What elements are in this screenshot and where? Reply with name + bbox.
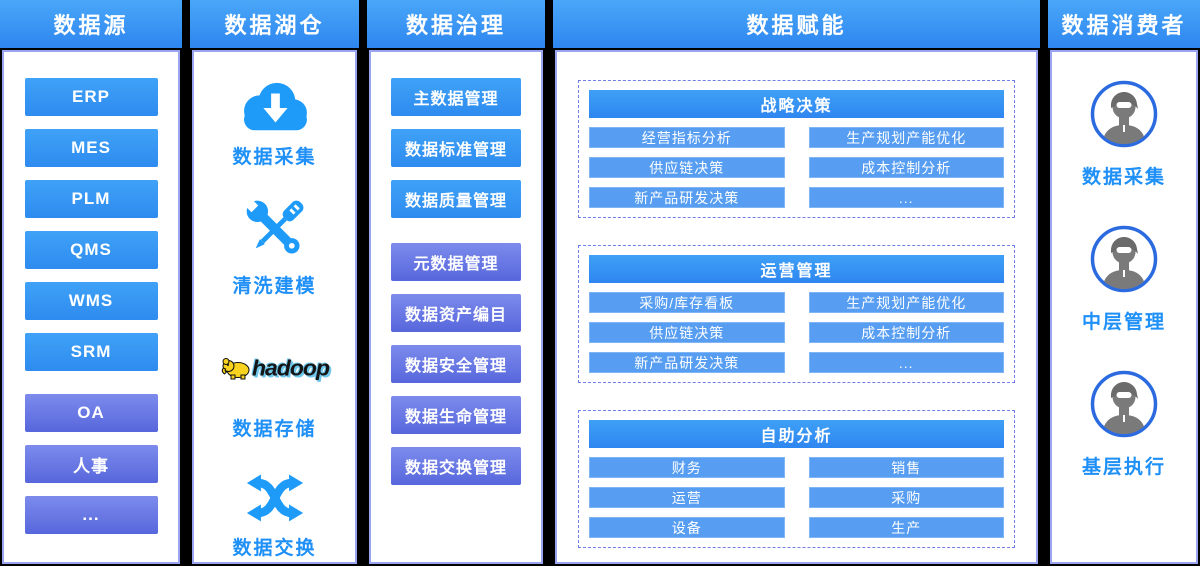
persona-label: 基层执行	[1081, 457, 1166, 478]
source-item-more: ...	[24, 496, 158, 534]
group-grid: 采购/库存看板 生产规划产能优化 供应链决策 成本控制分析 新产品研发决策 ..…	[589, 292, 1004, 373]
capability-item: 采购/库存看板	[589, 292, 785, 313]
group-title-operations: 运营管理	[589, 255, 1004, 283]
hadoop-elephant-icon	[221, 358, 250, 380]
lake-step-label-collect: 数据采集	[232, 147, 317, 168]
persona-middle-management: 中层管理	[1082, 225, 1166, 334]
group-title-strategy: 战略决策	[589, 90, 1004, 118]
column-header-data-empowerment: 数据赋能	[553, 0, 1040, 48]
source-item-hr: 人事	[24, 445, 158, 483]
capability-item: 成本控制分析	[808, 322, 1004, 343]
user-avatar-icon	[1090, 225, 1158, 293]
lake-step-label-clean: 清洗建模	[232, 276, 317, 297]
group-grid: 经营指标分析 生产规划产能优化 供应链决策 成本控制分析 新产品研发决策 ...	[589, 127, 1004, 208]
swap-arrows-icon	[244, 467, 306, 527]
source-item-mes: MES	[24, 129, 158, 167]
capability-item: 供应链决策	[589, 322, 785, 343]
source-item-srm: SRM	[24, 333, 158, 371]
capability-item: 销售	[808, 457, 1004, 478]
capability-item: ...	[808, 352, 1004, 373]
panel-data-lake: 数据采集	[192, 50, 357, 564]
governance-item-standards: 数据标准管理	[391, 129, 521, 167]
source-item-erp: ERP	[24, 78, 158, 116]
source-item-oa: OA	[24, 394, 158, 432]
governance-item-quality: 数据质量管理	[391, 180, 521, 218]
empowerment-group-self-service: 自助分析 财务 销售 运营 采购 设备 生产	[578, 410, 1015, 548]
capability-item: 新产品研发决策	[589, 187, 785, 208]
capability-item: 生产	[808, 517, 1004, 538]
lake-step-label-exchange: 数据交换	[232, 538, 317, 559]
capability-item: 成本控制分析	[808, 157, 1004, 178]
panel-data-governance: 主数据管理 数据标准管理 数据质量管理 元数据管理 数据资产编目 数据安全管理 …	[369, 50, 543, 564]
capability-item: 设备	[589, 517, 785, 538]
capability-item: 新产品研发决策	[589, 352, 785, 373]
lake-step-label-store: 数据存储	[232, 419, 317, 440]
cloud-download-icon	[233, 78, 317, 138]
capability-item: 供应链决策	[589, 157, 785, 178]
column-data-lake: 数据湖仓 数据采集	[190, 0, 359, 566]
capability-item: 生产规划产能优化	[808, 292, 1004, 313]
capability-item: 运营	[589, 487, 785, 508]
user-avatar-icon	[1090, 370, 1158, 438]
source-item-plm: PLM	[24, 180, 158, 218]
empowerment-group-operations: 运营管理 采购/库存看板 生产规划产能优化 供应链决策 成本控制分析 新产品研发…	[578, 245, 1015, 383]
column-data-consumers: 数据消费者 数据采集	[1048, 0, 1200, 566]
source-item-qms: QMS	[24, 231, 158, 269]
hadoop-logo: hadoop	[220, 354, 330, 382]
group-grid: 财务 销售 运营 采购 设备 生产	[589, 457, 1004, 538]
clean-build-tools-icon	[236, 191, 314, 267]
source-item-wms: WMS	[24, 282, 158, 320]
column-header-data-governance: 数据治理	[367, 0, 545, 48]
capability-item: 财务	[589, 457, 785, 478]
user-avatar-icon	[1090, 80, 1158, 148]
panel-data-consumers: 数据采集 中层管理	[1050, 50, 1198, 564]
governance-item-master-data: 主数据管理	[391, 78, 521, 116]
capability-item: 采购	[808, 487, 1004, 508]
panel-data-sources: ERP MES PLM QMS WMS SRM OA 人事 ...	[2, 50, 180, 564]
persona-label: 中层管理	[1081, 312, 1166, 333]
panel-data-empowerment: 战略决策 经营指标分析 生产规划产能优化 供应链决策 成本控制分析 新产品研发决…	[555, 50, 1038, 564]
capability-item: 经营指标分析	[589, 127, 785, 148]
capability-item: ...	[808, 187, 1004, 208]
hadoop-wordmark: hadoop	[251, 355, 330, 380]
column-data-sources: 数据源 ERP MES PLM QMS WMS SRM OA 人事 ...	[0, 0, 182, 566]
column-header-data-lake: 数据湖仓	[190, 0, 359, 48]
governance-item-exchange: 数据交换管理	[391, 447, 521, 485]
governance-item-metadata: 元数据管理	[391, 243, 521, 281]
group-title-self-service: 自助分析	[589, 420, 1004, 448]
empowerment-group-strategy: 战略决策 经营指标分析 生产规划产能优化 供应链决策 成本控制分析 新产品研发决…	[578, 80, 1015, 218]
governance-item-security: 数据安全管理	[391, 345, 521, 383]
capability-item: 生产规划产能优化	[808, 127, 1004, 148]
persona-collect: 数据采集	[1082, 80, 1166, 189]
governance-item-asset-catalog: 数据资产编目	[391, 294, 521, 332]
column-data-empowerment: 数据赋能 战略决策 经营指标分析 生产规划产能优化 供应链决策 成本控制分析 新…	[553, 0, 1040, 566]
column-header-data-consumers: 数据消费者	[1048, 0, 1200, 48]
governance-item-lifecycle: 数据生命管理	[391, 396, 521, 434]
column-header-data-sources: 数据源	[0, 0, 182, 48]
column-data-governance: 数据治理 主数据管理 数据标准管理 数据质量管理 元数据管理 数据资产编目 数据…	[367, 0, 545, 566]
persona-frontline-execution: 基层执行	[1082, 370, 1166, 479]
persona-label: 数据采集	[1081, 167, 1166, 188]
